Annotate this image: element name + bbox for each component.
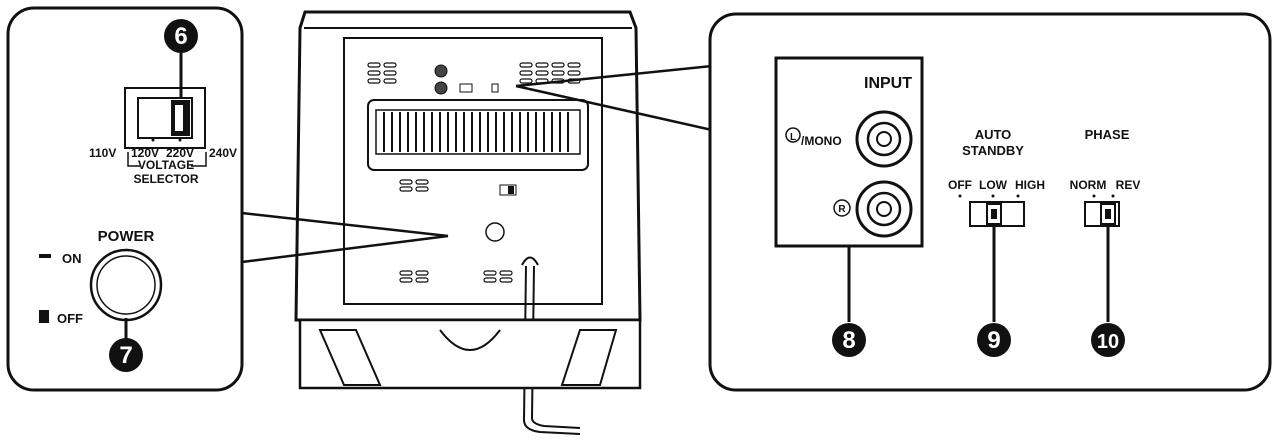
standby-high-label: HIGH — [1015, 178, 1045, 192]
off-symbol-icon — [39, 310, 49, 323]
power-label: POWER — [98, 228, 155, 245]
phase-norm-label: NORM — [1070, 178, 1107, 192]
selector-label: SELECTOR — [133, 172, 198, 186]
svg-text:6: 6 — [174, 23, 187, 50]
voltage-220-label: 220V — [166, 146, 194, 160]
svg-text:7: 7 — [119, 342, 132, 369]
left-jack-letter: L — [790, 132, 796, 143]
svg-text:8: 8 — [842, 327, 855, 354]
callout-8: 8 — [832, 323, 866, 357]
standby-low-label: LOW — [979, 178, 1008, 192]
callout-10: 10 — [1091, 323, 1125, 357]
auto-label: AUTO — [975, 127, 1012, 142]
voltage-240-label: 240V — [209, 146, 237, 160]
subwoofer-rear-view — [294, 10, 642, 435]
on-label: ON — [62, 251, 82, 266]
voltage-110-label: 110V — [89, 146, 116, 160]
callout-6: 6 — [164, 19, 198, 53]
standby-off-label: OFF — [948, 178, 972, 192]
zoom-leader-lines — [241, 64, 713, 264]
voltage-selector-switch[interactable] — [124, 87, 206, 149]
input-controls-panel: INPUT L /MONO R 8 AUTO STANDBY OFF LOW H… — [708, 12, 1272, 392]
auto-standby-switch[interactable] — [969, 201, 1025, 227]
callout-7: 7 — [109, 338, 143, 372]
phase-label: PHASE — [1085, 127, 1130, 142]
svg-text:9: 9 — [987, 327, 1000, 354]
callout-9: 9 — [977, 323, 1011, 357]
power-button[interactable] — [89, 248, 163, 322]
right-jack[interactable] — [855, 180, 913, 238]
left-mono-jack[interactable] — [855, 110, 913, 168]
phase-rev-label: REV — [1116, 178, 1141, 192]
selector-power-panel: 6 110V 120V 220V 240V VOLTAGE SELECTOR P… — [6, 6, 244, 392]
voltage-label: VOLTAGE — [138, 158, 194, 172]
right-jack-letter: R — [838, 204, 846, 215]
on-symbol-icon — [39, 254, 51, 258]
left-mono-label: /MONO — [801, 134, 842, 148]
svg-text:10: 10 — [1097, 331, 1119, 353]
standby-label: STANDBY — [962, 143, 1024, 158]
voltage-120-label: 120V — [131, 146, 159, 160]
input-label: INPUT — [864, 75, 912, 92]
off-label: OFF — [57, 311, 83, 326]
phase-switch[interactable] — [1084, 201, 1120, 227]
